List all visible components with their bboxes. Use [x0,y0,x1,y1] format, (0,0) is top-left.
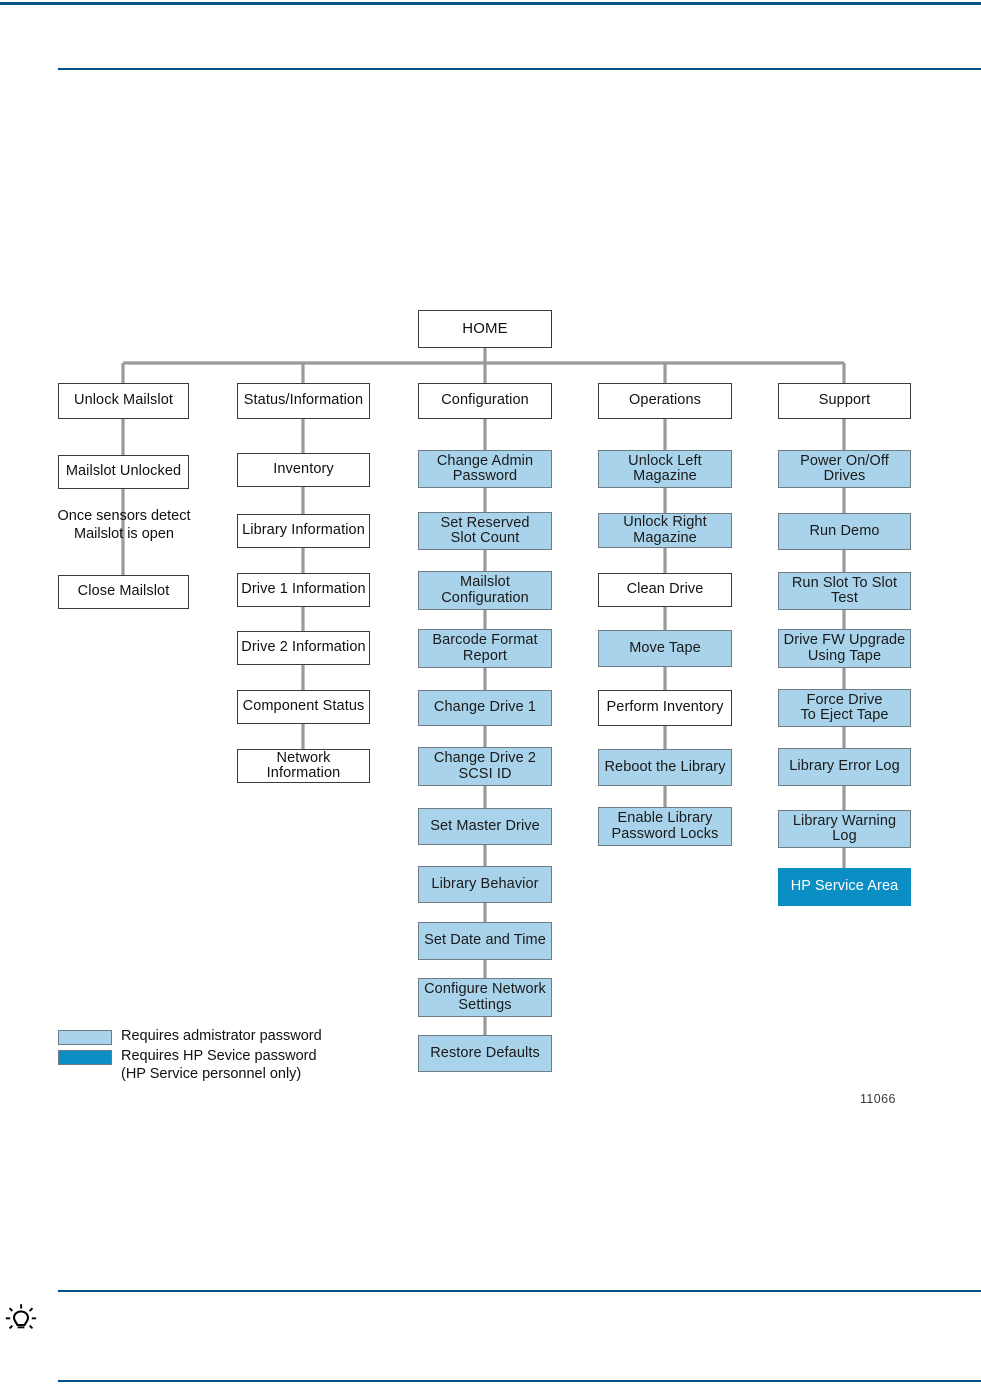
node-change-drive-2-scsi-id[interactable]: Change Drive 2 SCSI ID [418,747,552,786]
node-unlock-right-magazine[interactable]: Unlock Right Magazine [598,513,732,548]
legend-label-service: Requires HP Sevice password (HP Service … [121,1048,317,1082]
node-drive-1-information[interactable]: Drive 1 Information [237,573,370,607]
node-status-information[interactable]: Status/Information [237,383,370,419]
node-close-mailslot[interactable]: Close Mailslot [58,575,189,609]
node-support[interactable]: Support [778,383,911,419]
node-home[interactable]: HOME [418,310,552,348]
node-restore-defaults[interactable]: Restore Defaults [418,1035,552,1072]
node-drive-fw-upgrade-using-tape[interactable]: Drive FW Upgrade Using Tape [778,629,911,668]
node-network-information[interactable]: Network Information [237,749,370,783]
node-change-drive-1[interactable]: Change Drive 1 [418,690,552,726]
legend-swatch-admin [58,1030,112,1045]
node-set-reserved-slot-count[interactable]: Set Reserved Slot Count [418,512,552,550]
legend-row-admin: Requires admistrator password [58,1028,388,1045]
legend-swatch-service [58,1050,112,1066]
node-enable-library-password-locks[interactable]: Enable Library Password Locks [598,807,732,846]
node-force-drive-to-eject-tape[interactable]: Force Drive To Eject Tape [778,689,911,727]
node-set-master-drive[interactable]: Set Master Drive [418,808,552,845]
annotation-once-sensors-detect: Once sensors detect Mailslot is open [57,508,191,542]
node-drive-2-information[interactable]: Drive 2 Information [237,631,370,665]
lightbulb-tip-icon [5,1304,37,1330]
node-inventory[interactable]: Inventory [237,453,370,487]
footer-rule-top [58,1290,981,1292]
node-clean-drive[interactable]: Clean Drive [598,573,732,607]
node-run-demo[interactable]: Run Demo [778,513,911,550]
node-barcode-format-report[interactable]: Barcode Format Report [418,629,552,668]
node-library-error-log[interactable]: Library Error Log [778,748,911,786]
node-power-on-off-drives[interactable]: Power On/Off Drives [778,450,911,488]
node-library-warning-log[interactable]: Library Warning Log [778,810,911,848]
node-unlock-left-magazine[interactable]: Unlock Left Magazine [598,450,732,488]
node-change-admin-password[interactable]: Change Admin Password [418,450,552,488]
figure-id: 11066 [860,1092,896,1106]
node-mailslot-unlocked[interactable]: Mailslot Unlocked [58,455,189,489]
footer-rule-bottom [58,1380,981,1382]
header-rule-bottom [58,68,981,70]
node-unlock-mailslot[interactable]: Unlock Mailslot [58,383,189,419]
node-component-status[interactable]: Component Status [237,690,370,724]
node-configure-network-settings[interactable]: Configure Network Settings [418,978,552,1017]
node-configuration[interactable]: Configuration [418,383,552,419]
node-reboot-the-library[interactable]: Reboot the Library [598,749,732,786]
node-operations[interactable]: Operations [598,383,732,419]
node-move-tape[interactable]: Move Tape [598,630,732,667]
node-run-slot-to-slot-test[interactable]: Run Slot To Slot Test [778,572,911,610]
node-library-information[interactable]: Library Information [237,514,370,548]
node-mailslot-configuration[interactable]: Mailslot Configuration [418,571,552,610]
node-hp-service-area[interactable]: HP Service Area [778,868,911,906]
legend-label-admin: Requires admistrator password [121,1028,322,1044]
legend: Requires admistrator password Requires H… [58,1028,388,1086]
node-set-date-and-time[interactable]: Set Date and Time [418,922,552,960]
legend-row-service: Requires HP Sevice password (HP Service … [58,1048,388,1083]
node-library-behavior[interactable]: Library Behavior [418,866,552,903]
node-perform-inventory[interactable]: Perform Inventory [598,690,732,726]
header-rule-top [0,2,981,5]
